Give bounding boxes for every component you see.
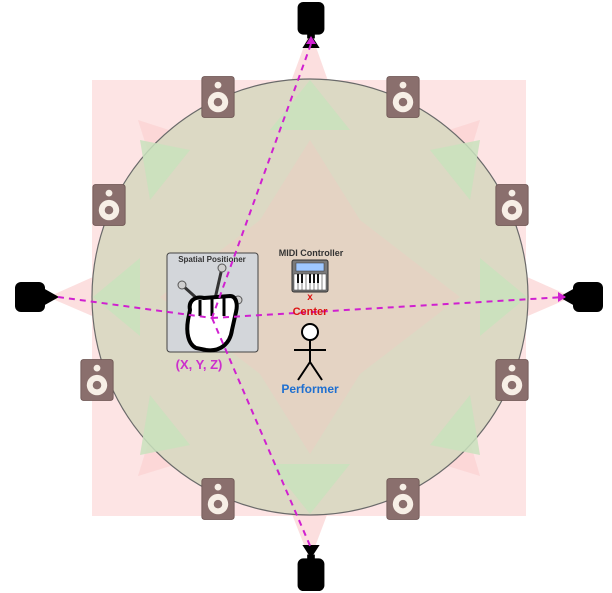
stage-circle: [91, 78, 529, 516]
speaker-icon: [386, 478, 420, 520]
fist-icon: [177, 263, 243, 353]
stick-figure-icon: [294, 323, 326, 381]
tracking-lines: [57, 43, 566, 549]
camera-icon: [297, 545, 325, 591]
midi-keyboard-icon: [291, 259, 329, 293]
performer-label: Performer: [281, 382, 339, 396]
spatial-positioner-label: Spatial Positioner: [178, 255, 246, 264]
speaker-icon: [80, 359, 114, 401]
coverage-zones: [48, 30, 572, 560]
camera-icon: [15, 282, 59, 312]
speaker-icon: [201, 478, 235, 520]
center-label: Center: [293, 306, 329, 318]
speaker-icon: [201, 76, 235, 118]
spatial-positioner-box: [166, 252, 259, 353]
speaker-icon: [92, 184, 126, 226]
center-mark: x: [307, 292, 313, 303]
midi-controller-label: MIDI Controller: [279, 248, 344, 258]
cameras: [15, 2, 603, 591]
speaker-icon: [495, 359, 529, 401]
speaker-icon: [386, 76, 420, 118]
coordinates-label: (X, Y, Z): [176, 357, 223, 372]
camera-icon: [559, 282, 603, 312]
speaker-icon: [495, 184, 529, 226]
